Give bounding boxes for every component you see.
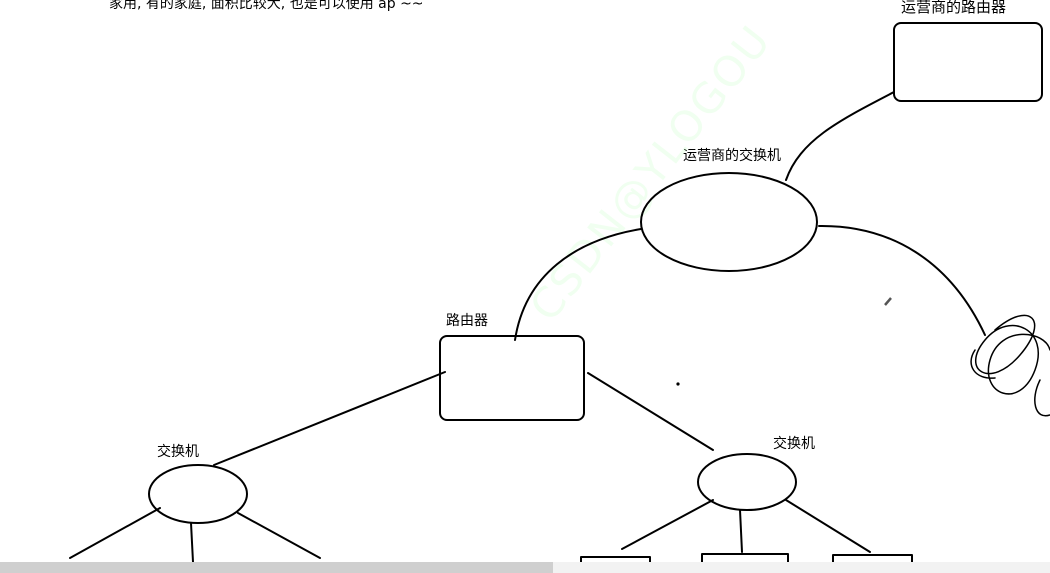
left-link-3 bbox=[237, 512, 321, 559]
router-box bbox=[439, 335, 585, 421]
left-link-2 bbox=[190, 522, 194, 563]
right-link-1 bbox=[621, 499, 714, 550]
link-router-right-switch bbox=[587, 372, 714, 451]
left-switch-ellipse bbox=[148, 464, 248, 524]
right-link-3 bbox=[785, 499, 871, 553]
link-isp-switch-right bbox=[818, 224, 986, 336]
left-link-1 bbox=[69, 507, 161, 559]
horizontal-scrollbar-thumb[interactable] bbox=[0, 562, 553, 573]
right-switch-ellipse bbox=[697, 453, 797, 511]
link-switch-router bbox=[785, 91, 895, 181]
isp-switch-ellipse bbox=[640, 172, 818, 272]
isp-switch-label: 运营商的交换机 bbox=[683, 148, 781, 164]
scribble bbox=[970, 314, 1050, 417]
dot-mark bbox=[676, 382, 680, 386]
pencil-mark bbox=[884, 297, 892, 306]
link-router-left-switch bbox=[213, 371, 446, 466]
isp-router-box bbox=[893, 22, 1043, 102]
isp-router-label: 运营商的路由器 bbox=[901, 0, 1007, 16]
right-link-2 bbox=[739, 509, 743, 553]
note-text: 家用, 有的家庭, 面积比较大, 也是可以使用 ap ~~ bbox=[109, 0, 424, 12]
switch-right-label: 交换机 bbox=[773, 436, 815, 452]
switch-left-label: 交换机 bbox=[157, 444, 199, 460]
router-label: 路由器 bbox=[446, 313, 488, 329]
link-isp-switch-router bbox=[514, 228, 642, 341]
